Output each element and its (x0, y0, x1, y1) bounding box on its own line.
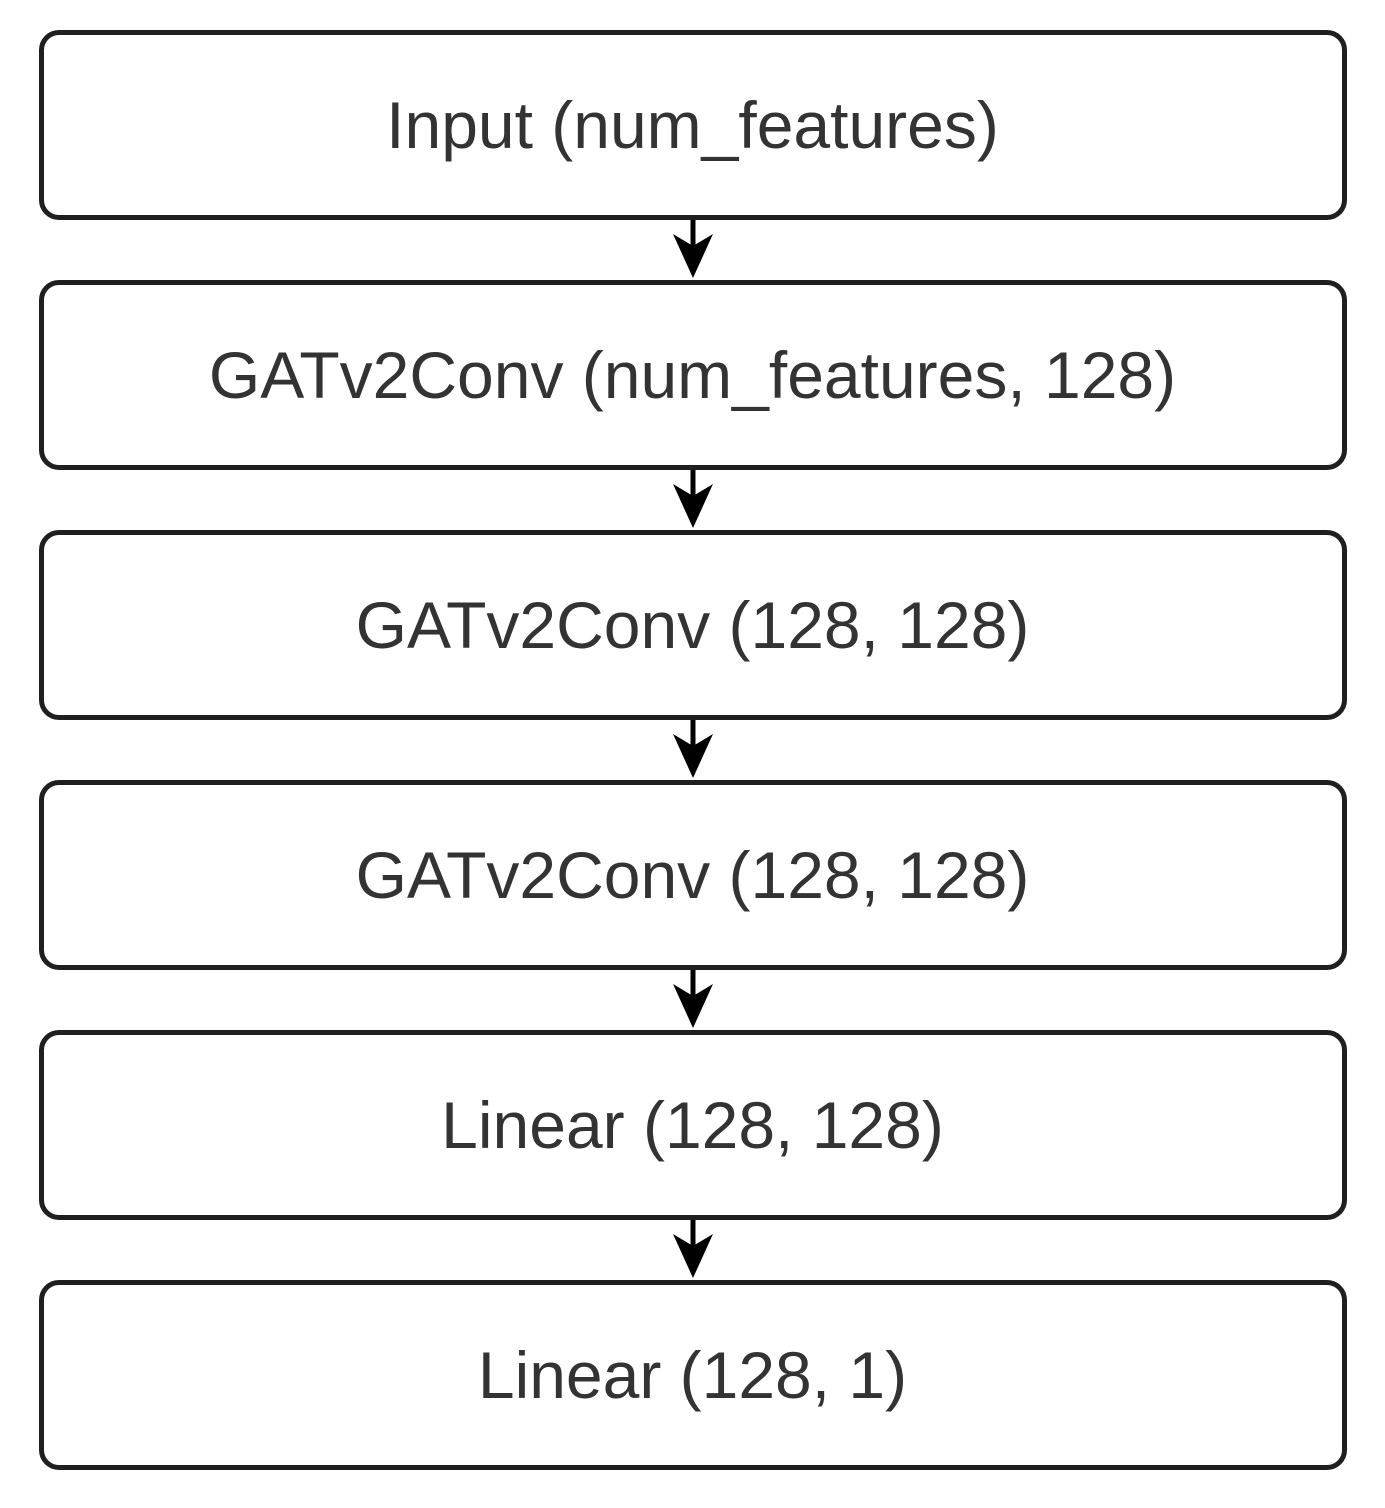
node-gatv2conv-2: GATv2Conv (128, 128) (38, 530, 1347, 720)
node-gatv2conv-1: GATv2Conv (num_features, 128) (38, 280, 1347, 470)
node-linear-2: Linear (128, 1) (38, 1280, 1347, 1470)
arrow-down-icon (672, 220, 713, 278)
node-linear-1-label: Linear (128, 128) (441, 1088, 944, 1162)
arrow-down-icon (672, 1220, 713, 1278)
node-linear-2-label: Linear (128, 1) (477, 1338, 908, 1412)
node-input-label: Input (num_features) (386, 88, 999, 162)
node-input: Input (num_features) (38, 30, 1347, 220)
node-gatv2conv-2-label: GATv2Conv (128, 128) (355, 588, 1030, 662)
node-linear-1: Linear (128, 128) (38, 1030, 1347, 1220)
arrow-down-icon (672, 470, 713, 528)
node-gatv2conv-3: GATv2Conv (128, 128) (38, 780, 1347, 970)
arrow-down-icon (672, 970, 713, 1028)
arrow-down-icon (672, 720, 713, 778)
node-gatv2conv-3-label: GATv2Conv (128, 128) (355, 838, 1030, 912)
node-gatv2conv-1-label: GATv2Conv (num_features, 128) (208, 338, 1177, 412)
